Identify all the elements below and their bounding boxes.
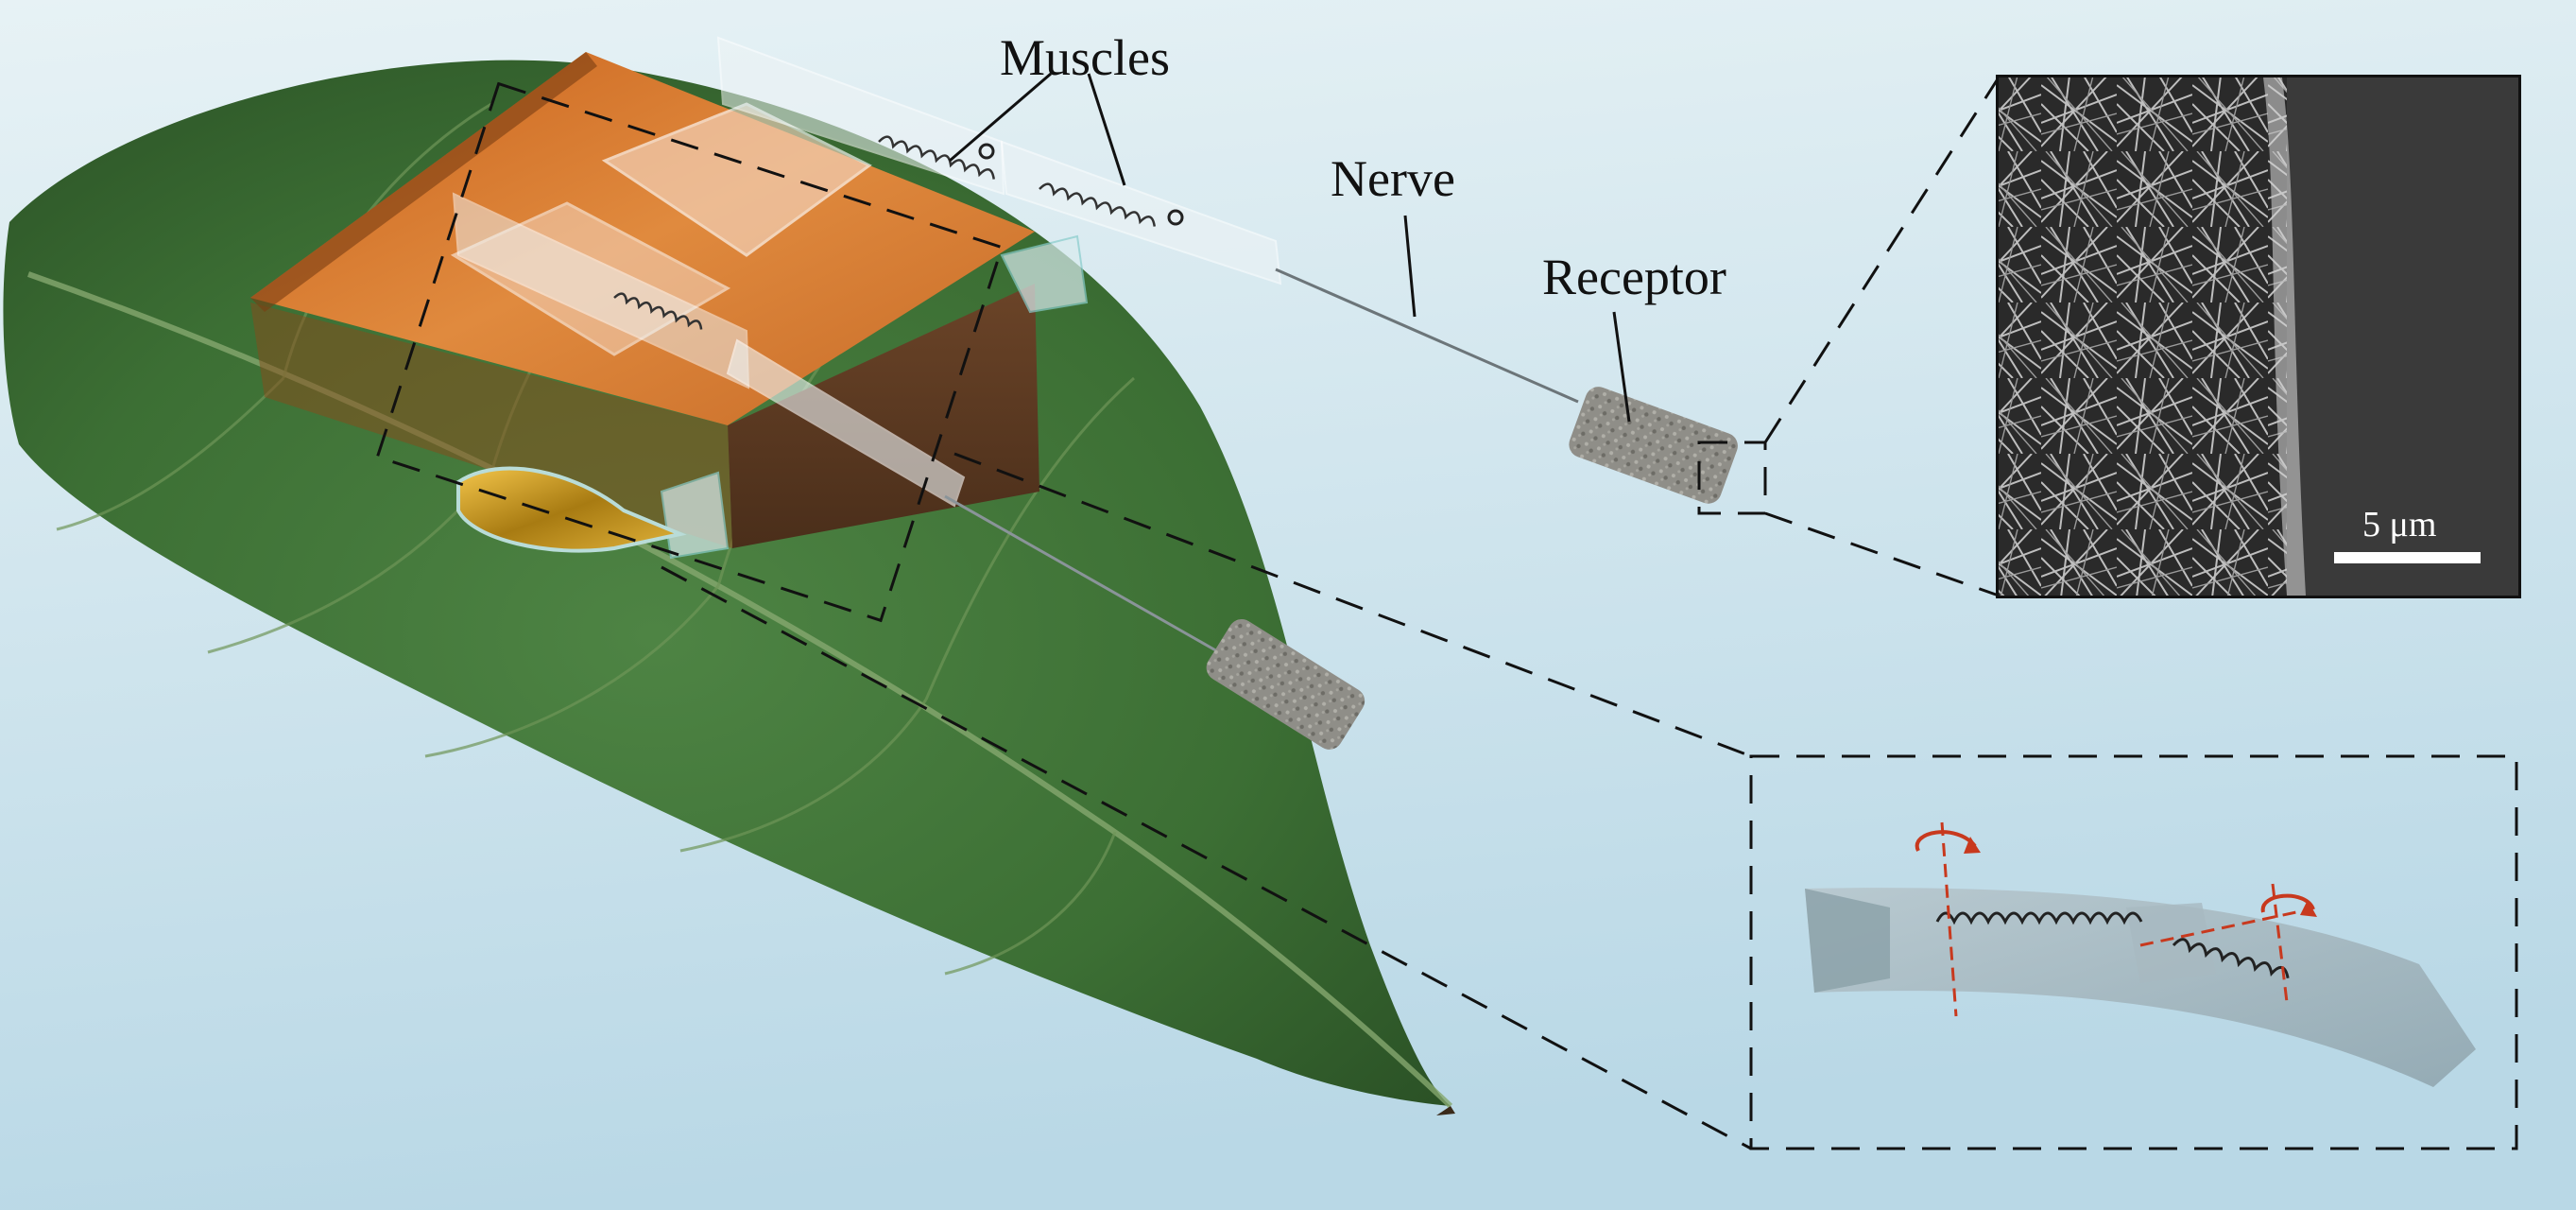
upper-receptor (1569, 387, 1738, 504)
lower-nerve-fiber (944, 494, 1220, 654)
leader-lines (949, 72, 1631, 423)
strip-spring (1935, 911, 2143, 925)
muscles-label: Muscles (1000, 29, 1170, 86)
upper-nerve-fiber (1275, 268, 1579, 404)
sem-inset (1996, 75, 2521, 598)
sem-zoom-lines (1697, 77, 2001, 597)
robot-body (250, 36, 1089, 560)
sem-scale-label: 5 μm (2362, 505, 2437, 544)
receptor-label: Receptor (1542, 249, 1726, 305)
lower-receptor (1206, 618, 1365, 750)
sem-scale-bar (2334, 552, 2481, 563)
strip-inset-frame (1749, 754, 2518, 1150)
strip-zoom-lines (375, 81, 1752, 1150)
rotation-arrow-icon (2260, 893, 2315, 913)
lower-arm (726, 338, 966, 508)
rotation-arrow-icon (1915, 830, 1977, 852)
nerve-label: Nerve (1331, 150, 1455, 207)
bending-strip (1805, 821, 2476, 1087)
upper-arm (978, 140, 1282, 285)
